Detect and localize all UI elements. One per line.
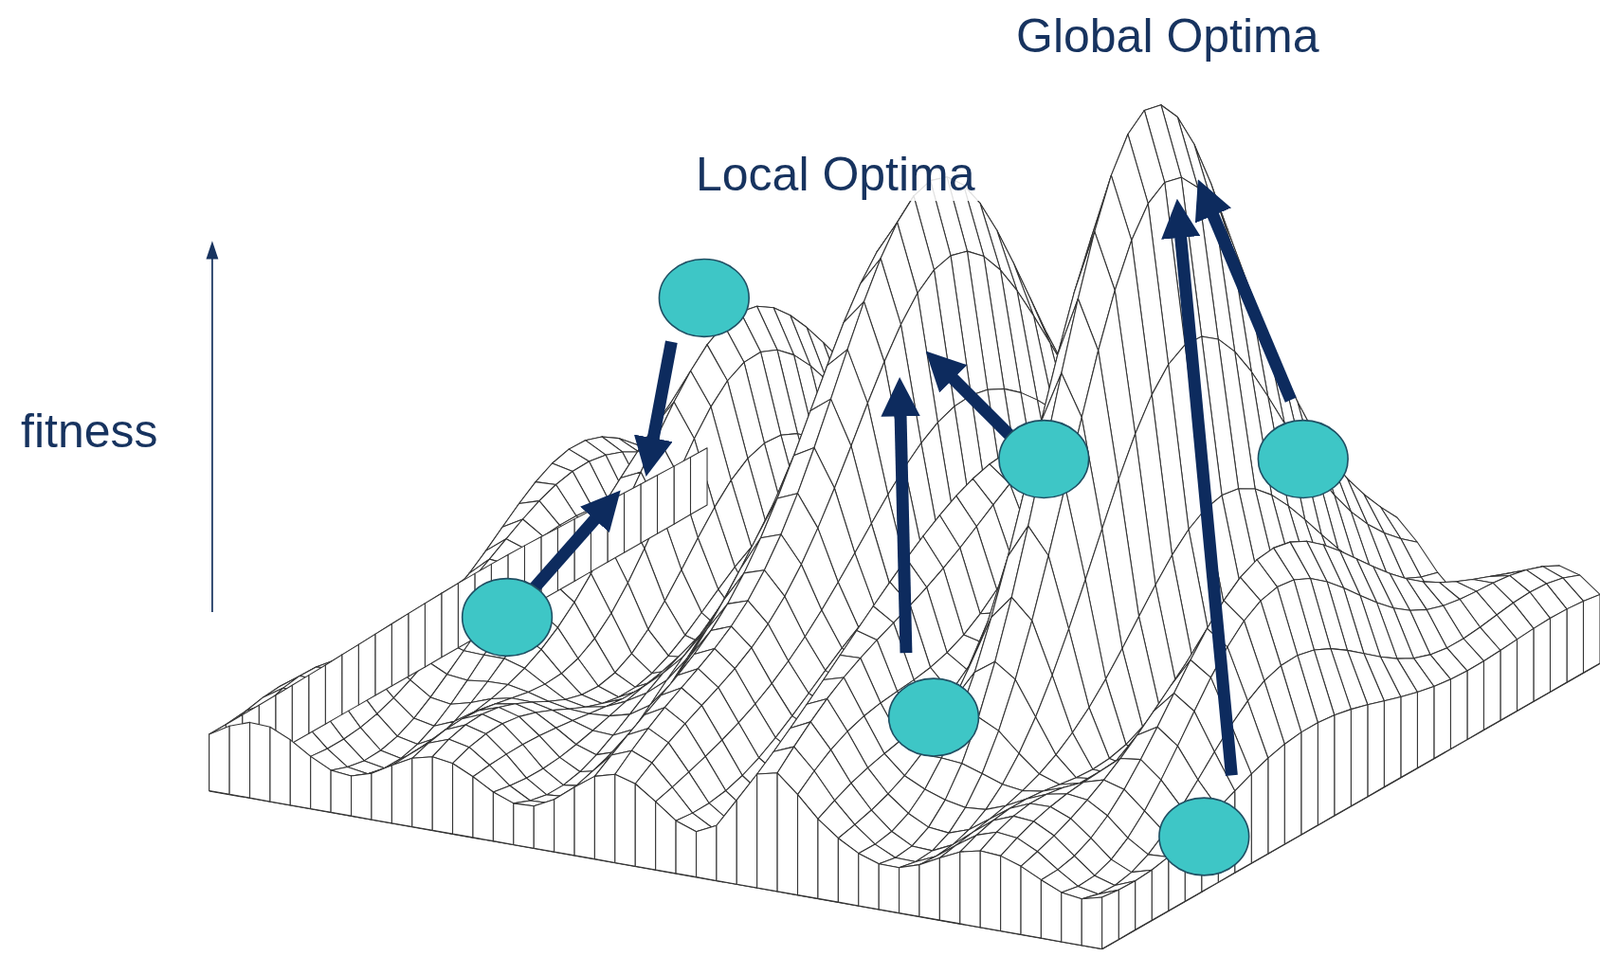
global-optima-label: Global Optima	[1012, 10, 1324, 63]
surface-mesh	[209, 105, 1600, 950]
axis-label: fitness	[17, 405, 163, 458]
mesh-cells	[209, 105, 1600, 950]
base-plane	[209, 663, 1600, 950]
search-arrows	[532, 194, 1291, 777]
fitness-axis	[205, 240, 219, 613]
search-points	[462, 259, 1348, 876]
local-optima-label: Local Optima	[691, 148, 980, 201]
